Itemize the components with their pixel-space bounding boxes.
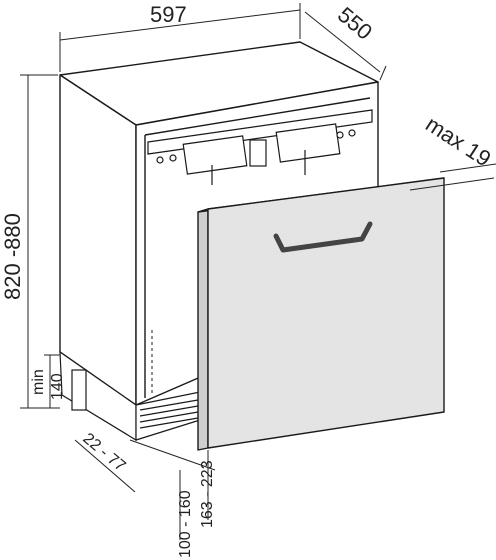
grille-line-4 xyxy=(139,417,199,429)
panel-edge xyxy=(197,208,209,451)
door-panel xyxy=(197,177,445,451)
front-frame-line xyxy=(144,97,371,136)
adjustable-foot xyxy=(71,369,87,411)
dim-plinth-height-label: 100 - 160 xyxy=(177,490,194,558)
panel-face xyxy=(207,177,445,449)
bracket-left xyxy=(182,135,248,175)
grille-line-1 xyxy=(139,399,199,411)
dimension-lines xyxy=(20,3,496,540)
mounting-rail xyxy=(147,109,373,185)
dim-thickness-line xyxy=(409,177,495,191)
screw-2 xyxy=(169,154,177,162)
grille-line-2 xyxy=(139,405,199,417)
dim-width-label: 597 xyxy=(150,2,187,27)
dim-min-label: min xyxy=(30,369,47,395)
screw-1 xyxy=(156,156,164,164)
dim-depth-ext xyxy=(379,65,387,81)
screw-4 xyxy=(336,131,344,139)
dim-depth-label: 550 xyxy=(333,2,377,45)
dim-plinth-total-label: 163 - 223 xyxy=(199,460,216,528)
dim-thickness-ext xyxy=(439,163,496,173)
dim-width-line xyxy=(59,9,301,41)
door-handle xyxy=(273,221,373,253)
screw-3 xyxy=(348,129,356,137)
bracket-center xyxy=(249,139,267,167)
dim-min-value: 140 xyxy=(49,373,66,400)
dim-setback-line xyxy=(74,439,136,493)
dim-setback-label: 22 - 77 xyxy=(79,430,128,475)
dim-height-label: 820 -880 xyxy=(0,213,25,300)
bracket-right xyxy=(275,123,341,163)
dim-depth-line xyxy=(304,11,381,73)
dim-thickness-label: max 19 xyxy=(421,111,495,171)
grille-line-3 xyxy=(139,411,199,423)
body-side-face xyxy=(59,74,137,406)
dim-plinth-ext xyxy=(129,439,216,471)
